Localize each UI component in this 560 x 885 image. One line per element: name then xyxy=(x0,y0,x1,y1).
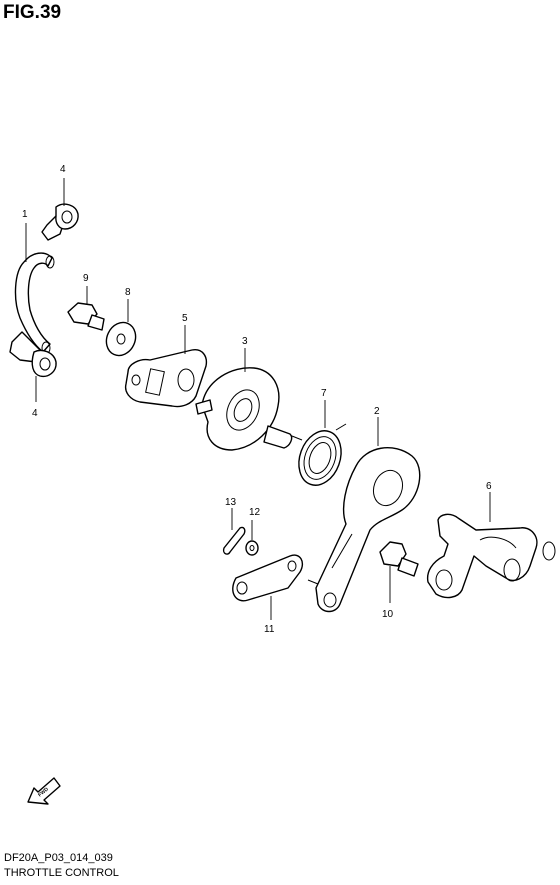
diagram-code: DF20A_P03_014_039 xyxy=(4,852,113,864)
callout-2: 2 xyxy=(374,406,380,417)
callout-4-lower: 4 xyxy=(32,408,38,419)
callout-3: 3 xyxy=(242,336,248,347)
callout-8: 8 xyxy=(125,287,131,298)
part-13-pin[interactable] xyxy=(222,526,246,555)
figure-title: FIG.39 xyxy=(3,2,62,23)
part-4-lower-clip[interactable] xyxy=(9,331,57,378)
part-9-bolt[interactable] xyxy=(67,302,105,331)
callout-4-upper: 4 xyxy=(60,164,66,175)
fwd-arrow: FWD xyxy=(27,777,61,805)
part-5-plate[interactable] xyxy=(124,349,208,408)
callout-1: 1 xyxy=(22,209,28,220)
part-12-washer[interactable] xyxy=(245,540,259,556)
callout-7: 7 xyxy=(321,388,327,399)
callout-9: 9 xyxy=(83,273,89,284)
part-8-washer[interactable] xyxy=(101,318,141,361)
callout-11: 11 xyxy=(264,624,275,635)
callout-6: 6 xyxy=(486,481,492,492)
part-3-cam[interactable] xyxy=(195,367,293,451)
part-2-throttle-lever[interactable] xyxy=(307,447,421,613)
part-4-upper-clip[interactable] xyxy=(41,203,79,241)
part-7-spring[interactable] xyxy=(291,423,349,491)
callout-5: 5 xyxy=(182,313,188,324)
part-10-bolt[interactable] xyxy=(379,541,419,577)
part-11-link[interactable] xyxy=(232,554,304,602)
part-1-hose[interactable] xyxy=(14,252,55,355)
callout-12: 12 xyxy=(249,507,261,518)
callout-13: 13 xyxy=(225,497,237,508)
diagram-caption: THROTTLE CONTROL xyxy=(4,867,119,879)
callout-10: 10 xyxy=(382,609,394,620)
part-6-bracket[interactable] xyxy=(426,513,556,599)
